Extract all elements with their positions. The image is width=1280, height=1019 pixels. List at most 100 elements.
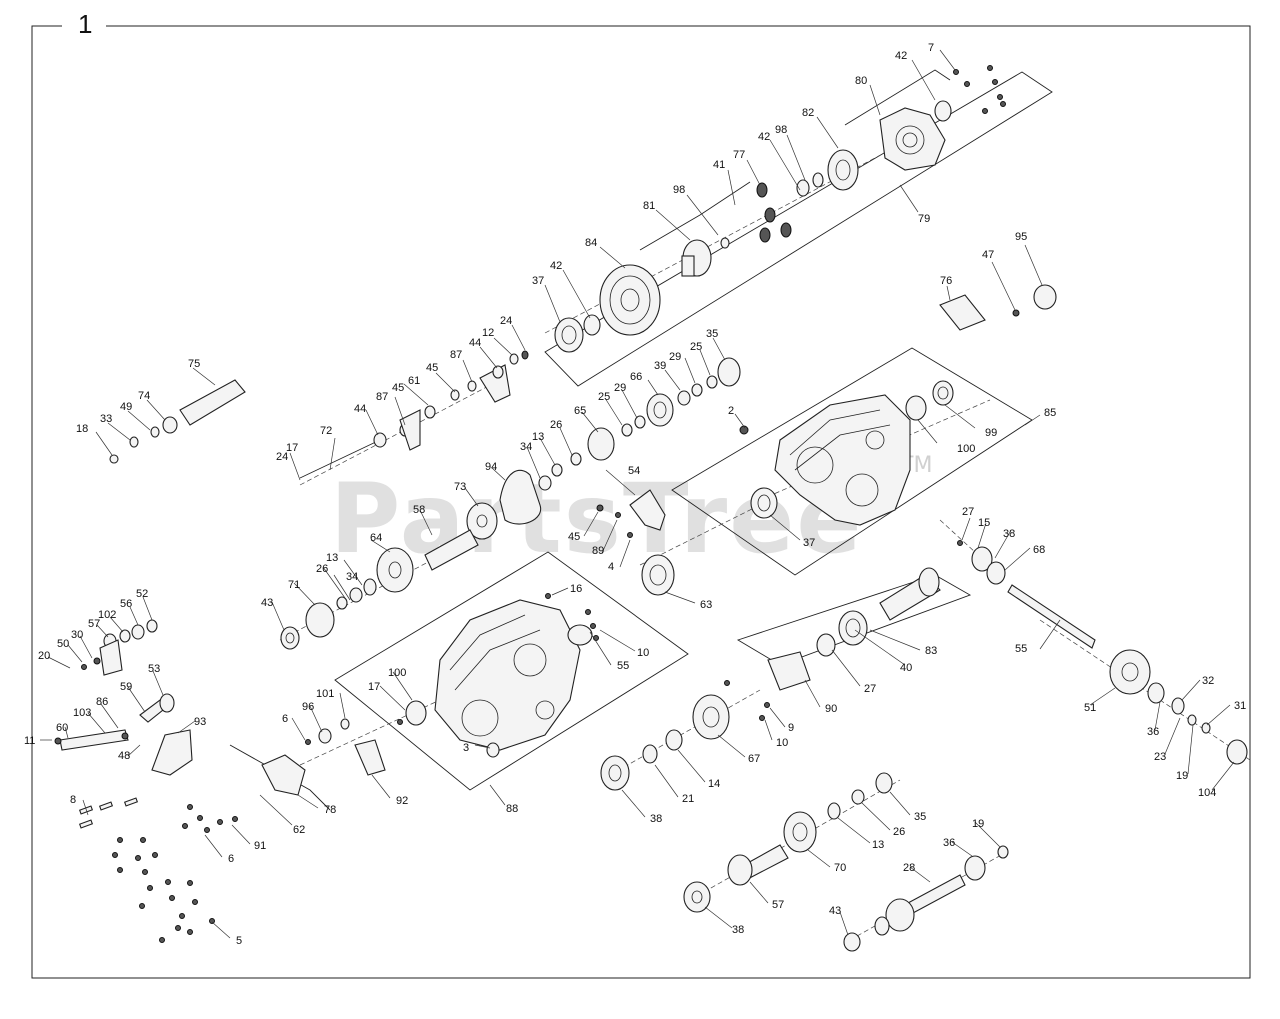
callout-103: 103 [73,707,91,719]
callout-6: 6 [228,853,234,865]
callout-13: 13 [532,431,544,443]
callout-73: 73 [454,481,466,493]
gear-67-cluster [600,694,730,791]
callout-49: 49 [120,401,132,413]
leader-lines [40,49,1235,939]
callout-88: 88 [506,803,518,815]
callout-77: 77 [733,149,745,161]
callout-20: 20 [38,650,50,662]
shaft-75 [109,379,246,464]
callout-71: 71 [288,579,300,591]
callout-36: 36 [1147,726,1159,738]
callout-57: 57 [88,618,100,630]
callout-41: 41 [713,159,725,171]
callout-17: 17 [286,442,298,454]
callout-89: 89 [592,545,604,557]
callout-104: 104 [1198,787,1216,799]
callout-70: 70 [834,862,846,874]
callout-102: 102 [98,609,116,621]
callout-55: 55 [617,660,629,672]
callout-38: 38 [732,924,744,936]
callout-15: 15 [978,517,990,529]
callout-100: 100 [957,443,975,455]
callout-56: 56 [120,598,132,610]
callout-59: 59 [120,681,132,693]
callout-68: 68 [1033,544,1045,556]
callout-4: 4 [608,561,614,573]
callout-36: 36 [943,837,955,849]
callout-92: 92 [396,795,408,807]
figure-number: 1 [78,9,92,39]
callout-79: 79 [918,213,930,225]
callout-99: 99 [985,427,997,439]
callout-47: 47 [982,249,994,261]
callout-18: 18 [76,423,88,435]
callout-26: 26 [550,419,562,431]
callout-42: 42 [895,50,907,62]
callout-37: 37 [532,275,544,287]
callout-98: 98 [775,124,787,136]
callout-37: 37 [803,537,815,549]
callout-72: 72 [320,425,332,437]
callout-44: 44 [354,403,366,415]
callout-50: 50 [57,638,69,650]
left-housing [305,593,599,776]
callout-34: 34 [520,441,532,453]
callout-74: 74 [138,390,150,402]
callout-33: 33 [100,413,112,425]
callout-27: 27 [962,506,974,518]
callout-25: 25 [598,391,610,403]
callout-7: 7 [928,42,934,54]
callout-31: 31 [1234,700,1246,712]
callout-35: 35 [706,328,718,340]
callout-10: 10 [776,737,788,749]
callout-5: 5 [236,935,242,947]
callout-44: 44 [469,337,481,349]
callout-83: 83 [925,645,937,657]
callout-75: 75 [188,358,200,370]
fork-54 [596,489,675,596]
callout-25: 25 [690,341,702,353]
output-shaft [957,540,1248,765]
callout-43: 43 [829,905,841,917]
callout-26: 26 [893,826,905,838]
callout-58: 58 [413,504,425,516]
callout-3: 3 [463,742,469,754]
callout-26: 26 [316,563,328,575]
callout-19: 19 [1176,770,1188,782]
left-small-parts [54,619,306,796]
callout-63: 63 [700,599,712,611]
bolt-scatter [78,65,1006,943]
callout-53: 53 [148,663,160,675]
callout-48: 48 [118,750,130,762]
callout-52: 52 [136,588,148,600]
callout-35: 35 [914,811,926,823]
callout-45: 45 [426,362,438,374]
callout-2: 2 [728,405,734,417]
callout-21: 21 [682,793,694,805]
lower-shafts [683,772,1009,952]
callout-67: 67 [748,753,760,765]
callout-32: 32 [1202,675,1214,687]
callout-96: 96 [302,701,314,713]
callout-87: 87 [450,349,462,361]
callout-42: 42 [550,260,562,272]
callout-19: 19 [972,818,984,830]
callout-91: 91 [254,840,266,852]
callout-80: 80 [855,75,867,87]
callout-57: 57 [772,899,784,911]
assembly-brackets [229,69,1053,811]
callout-30: 30 [71,629,83,641]
callout-65: 65 [574,405,586,417]
callout-82: 82 [802,107,814,119]
callout-101: 101 [316,688,334,700]
callout-39: 39 [654,360,666,372]
callout-9: 9 [788,722,794,734]
callout-42: 42 [758,131,770,143]
upper-gear-train [509,100,952,365]
callout-29: 29 [669,351,681,363]
callout-13: 13 [872,839,884,851]
callout-61: 61 [408,375,420,387]
callout-12: 12 [482,327,494,339]
callout-labels: 7 42 80 82 98 42 77 41 98 81 84 79 37 42… [24,42,1246,947]
